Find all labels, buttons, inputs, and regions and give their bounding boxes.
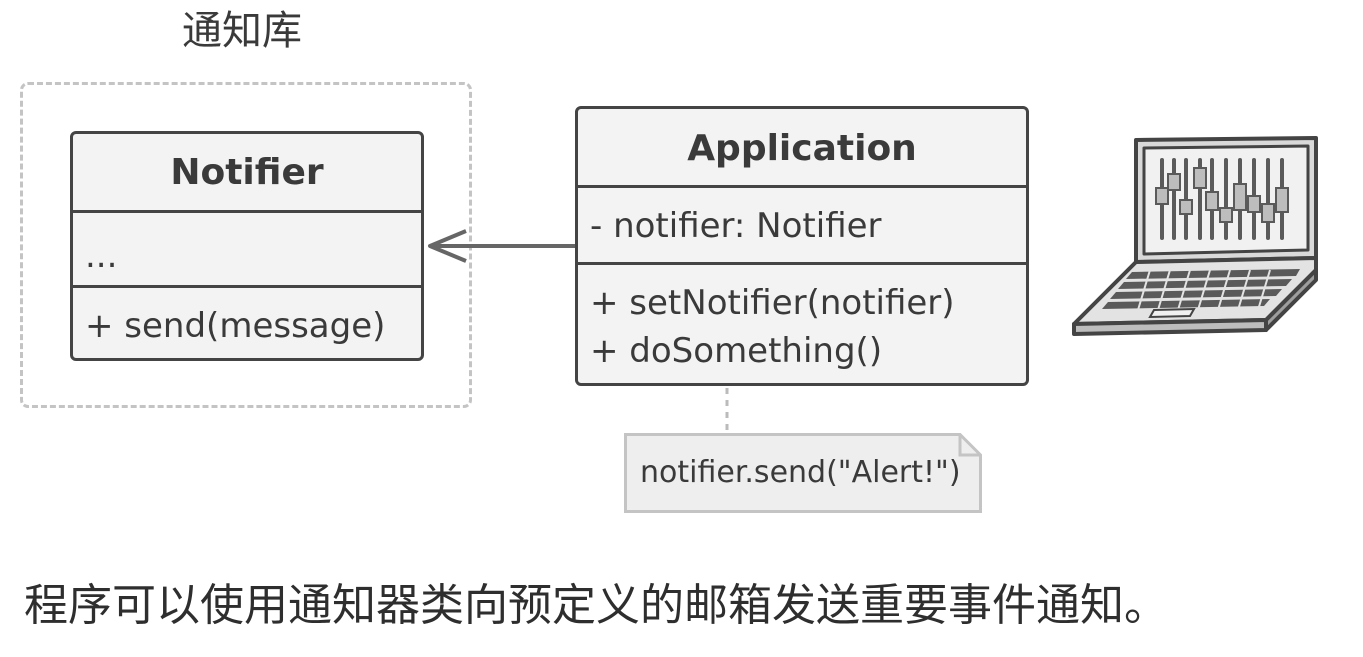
application-method-dosomething: + doSomething() (590, 331, 883, 371)
note-text: notifier.send("Alert!") (640, 455, 961, 490)
notifier-class-box[interactable]: Notifier ... + send(message) (70, 131, 424, 361)
laptop-icon (1072, 136, 1318, 336)
application-class-methods: + setNotifier(notifier) + doSomething() (578, 262, 1026, 383)
library-title: 通知库 (182, 8, 302, 54)
application-class-box[interactable]: Application - notifier: Notifier + setNo… (575, 106, 1029, 386)
notifier-class-fields: ... (73, 210, 421, 285)
association-arrowhead (428, 229, 467, 263)
application-class-name: Application (687, 128, 917, 169)
diagram-caption: 程序可以使用通知器类向预定义的邮箱发送重要事件通知。 (24, 580, 1168, 631)
notifier-class-name: Notifier (170, 152, 324, 193)
application-class-fields: - notifier: Notifier (578, 185, 1026, 262)
notifier-class-methods: + send(message) (73, 285, 421, 358)
application-method-setnotifier: + setNotifier(notifier) (590, 283, 955, 323)
note-box (624, 433, 982, 513)
